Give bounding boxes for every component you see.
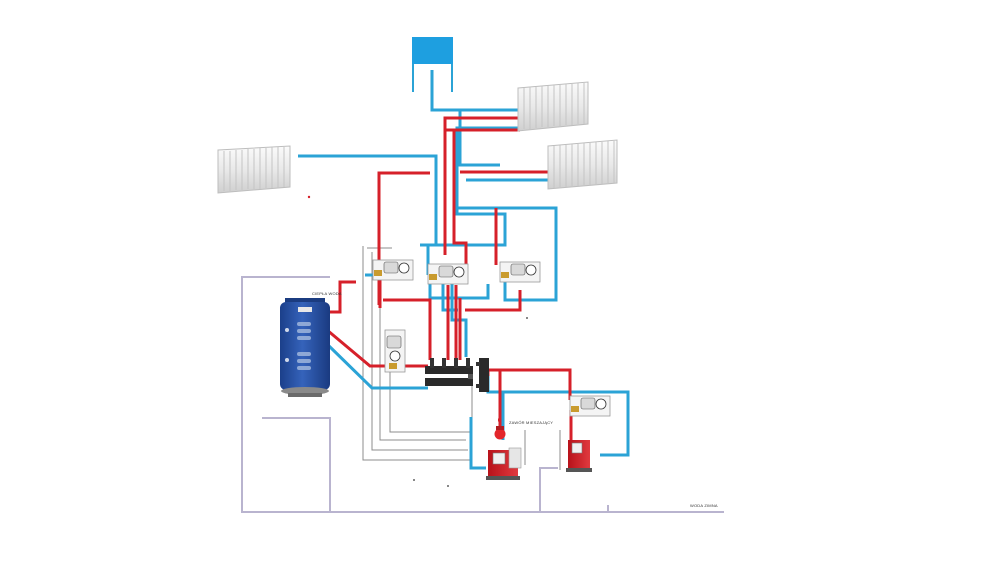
return-pipes bbox=[298, 70, 630, 470]
radiator-middle-right bbox=[547, 139, 618, 190]
pump-group-2 bbox=[427, 263, 469, 285]
pump-group-3 bbox=[499, 261, 541, 283]
manifold bbox=[425, 358, 473, 386]
pump-group-boiler bbox=[569, 395, 611, 417]
hydraulic-separator bbox=[476, 358, 489, 392]
radiator-top-right bbox=[517, 81, 589, 132]
water-supply-pipes bbox=[241, 276, 724, 513]
marker-dot bbox=[526, 317, 528, 319]
boiler-right bbox=[566, 440, 592, 472]
boiler-left bbox=[486, 447, 522, 480]
marker-dot bbox=[307, 195, 311, 199]
storage-tank bbox=[280, 298, 330, 397]
pump-group-hot-water bbox=[384, 329, 406, 373]
radiator-left bbox=[217, 145, 291, 194]
marker-dot bbox=[413, 479, 415, 481]
mixing-valve bbox=[494, 426, 506, 440]
cold-water-label: WODA ZIMNA bbox=[690, 503, 718, 508]
expansion-tank bbox=[412, 37, 453, 92]
control-wires bbox=[362, 246, 561, 470]
marker-dot bbox=[447, 485, 449, 487]
hot-water-label: CIEPŁA WODA bbox=[312, 291, 342, 296]
mixing-valve-label: ZAWÓR MIESZAJĄCY bbox=[509, 420, 554, 425]
pump-group-1 bbox=[372, 259, 414, 281]
